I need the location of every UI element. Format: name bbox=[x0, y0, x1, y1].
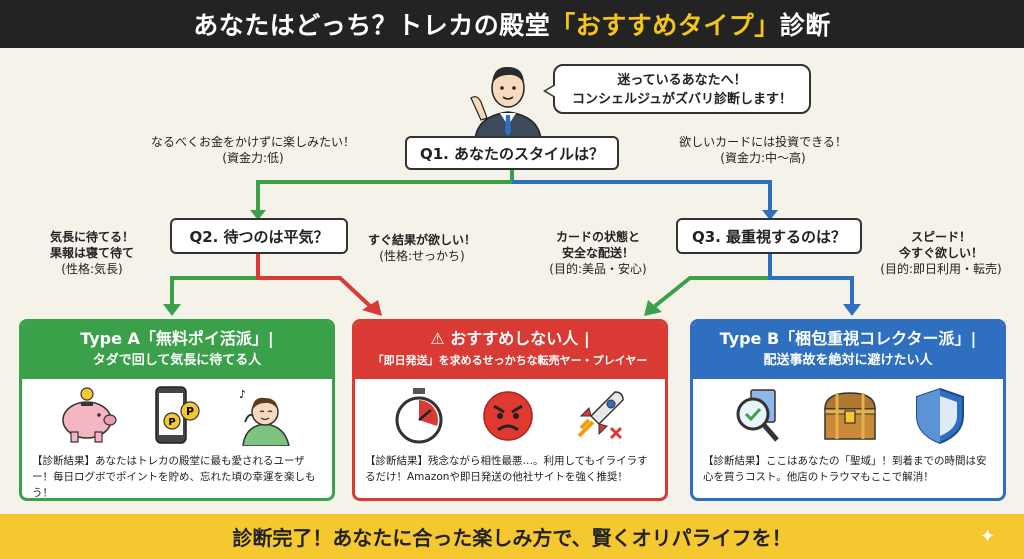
q3-left-label: カードの状態と 安全な配送！ (目的:美品・安心) bbox=[534, 229, 662, 277]
not-recommended-icons bbox=[355, 379, 665, 453]
question-3-text: Q3. 最重視するのは？ bbox=[691, 227, 847, 246]
arrow-q3-blue bbox=[768, 252, 854, 308]
arrowhead-q1-green bbox=[250, 210, 266, 220]
q3-right-line2: 今すぐ欲しい！ bbox=[898, 246, 983, 260]
arrow-q1-blue bbox=[512, 180, 772, 214]
arrow-q2-red bbox=[256, 252, 372, 308]
question-2-box: Q2. 待つのは平気？ bbox=[170, 218, 348, 254]
q1-left-line2: (資金力:低) bbox=[222, 151, 284, 165]
arrow-q3-green bbox=[653, 252, 772, 308]
type-b-subtitle: 配送事故を絶対に避けたい人 bbox=[763, 353, 933, 368]
q1-left-line1: なるべくお金をかけずに楽しみたい！ bbox=[150, 135, 355, 149]
q3-right-label: スピード！ 今すぐ欲しい！ (目的:即日利用・転売) bbox=[866, 229, 1016, 277]
arrowhead-q1-blue bbox=[762, 210, 778, 220]
type-b-title: Type B「梱包重視コレクター派」| bbox=[719, 329, 977, 348]
sparkle-icon: ✦ bbox=[980, 526, 996, 547]
type-a-subtitle: タダで回して気長に待てる人 bbox=[92, 353, 262, 368]
shield-icon bbox=[916, 387, 964, 445]
concierge-speech-bubble: 迷っているあなたへ！ コンシェルジュがズバリ診断します！ bbox=[543, 64, 811, 114]
q3-right-line1: スピード！ bbox=[910, 230, 971, 244]
q2-left-label: 気長に待てる！ 果報は寝て待て (性格:気長) bbox=[28, 229, 156, 277]
type-b-icons bbox=[693, 379, 1003, 453]
q2-left-line1: 気長に待てる！ bbox=[49, 230, 134, 244]
arrowhead-q2-red bbox=[362, 300, 382, 316]
type-a-result: 【診断結果】あなたはトレカの殿堂に最も愛されるユーザー！毎日ログボでポイントを貯… bbox=[32, 455, 316, 499]
question-3-box: Q3. 最重視するのは？ bbox=[676, 218, 862, 254]
speech-line-1: 迷っているあなたへ！ bbox=[617, 73, 747, 88]
arrow-q1-green bbox=[256, 168, 514, 214]
q2-left-line2: 果報は寝て待て bbox=[49, 246, 134, 260]
arrowhead-q3-green bbox=[644, 300, 662, 316]
q3-left-line3: (目的:美品・安心) bbox=[549, 262, 647, 276]
relaxing-person-icon: ♪ bbox=[239, 388, 290, 446]
q2-right-line2: (性格:せっかち) bbox=[379, 249, 465, 263]
title-highlight: 「おすすめタイプ」 bbox=[550, 11, 780, 40]
not-recommended-result: 【診断結果】残念ながら相性最悪…。利用してもイライラするだけ！Amazonや即日… bbox=[365, 455, 648, 483]
type-a-icons: P P ♪ bbox=[22, 379, 332, 453]
concierge-icon bbox=[470, 66, 542, 140]
arrow-q2-green bbox=[170, 252, 260, 308]
q1-left-label: なるべくお金をかけずに楽しみたい！ (資金力:低) bbox=[118, 134, 388, 166]
question-1-text: Q1. あなたのスタイルは？ bbox=[419, 144, 605, 163]
q2-right-line1: すぐ結果が欲しい！ bbox=[367, 233, 476, 247]
not-recommended-subtitle: 「即日発送」を求めるせっかちな転売ヤー・プレイヤー bbox=[372, 354, 648, 367]
type-b-header: Type B「梱包重視コレクター派」| 配送事故を絶対に避けたい人 bbox=[693, 322, 1003, 379]
type-a-card: Type A「無料ポイ活派」| タダで回して気長に待てる人 P P bbox=[19, 319, 335, 501]
type-a-header: Type A「無料ポイ活派」| タダで回して気長に待てる人 bbox=[22, 322, 332, 379]
svg-text:P: P bbox=[168, 417, 175, 428]
angry-face-icon bbox=[483, 391, 533, 441]
q1-right-label: 欲しいカードには投資できる！ (資金力:中〜高) bbox=[648, 134, 878, 166]
q1-right-line2: (資金力:中〜高) bbox=[720, 151, 806, 165]
q2-left-line3: (性格:気長) bbox=[61, 262, 123, 276]
phone-points-icon: P P bbox=[155, 386, 200, 444]
not-recommended-header: ⚠ おすすめしない人 | 「即日発送」を求めるせっかちな転売ヤー・プレイヤー bbox=[355, 322, 665, 379]
q3-right-line3: (目的:即日利用・転売) bbox=[880, 262, 1002, 276]
question-1-box: Q1. あなたのスタイルは？ bbox=[405, 136, 619, 170]
type-b-result: 【診断結果】ここはあなたの「聖域」！到着までの時間は安心を買うコスト。他店のトラ… bbox=[703, 455, 987, 483]
type-b-card: Type B「梱包重視コレクター派」| 配送事故を絶対に避けたい人 【診断結果】… bbox=[690, 319, 1006, 501]
magnifier-card-icon bbox=[736, 389, 779, 442]
page-title: あなたはどっち？トレカの殿堂「おすすめタイプ」診断 bbox=[0, 0, 1024, 48]
svg-text:P: P bbox=[186, 405, 194, 418]
piggy-bank-icon bbox=[62, 387, 117, 443]
arrowhead-q3-blue bbox=[843, 304, 861, 316]
q1-right-line1: 欲しいカードには投資できる！ bbox=[679, 135, 847, 149]
arrowhead-q2-green bbox=[163, 304, 181, 316]
footer-text: 診断完了！あなたに合った楽しみ方で、賢くオリパライフを！ bbox=[232, 526, 792, 550]
not-recommended-card: ⚠ おすすめしない人 | 「即日発送」を求めるせっかちな転売ヤー・プレイヤー 【… bbox=[352, 319, 668, 501]
speech-line-2: コンシェルジュがズバリ診断します！ bbox=[571, 92, 793, 107]
q3-left-line2: 安全な配送！ bbox=[561, 246, 634, 260]
q3-left-line1: カードの状態と bbox=[555, 230, 640, 244]
svg-text:♪: ♪ bbox=[239, 388, 246, 401]
crashing-rocket-icon bbox=[577, 391, 624, 440]
type-a-title: Type A「無料ポイ活派」| bbox=[80, 329, 274, 348]
stopwatch-icon bbox=[395, 388, 443, 444]
q2-right-label: すぐ結果が欲しい！ (性格:せっかち) bbox=[348, 232, 496, 264]
question-2-text: Q2. 待つのは平気？ bbox=[189, 227, 329, 246]
not-recommended-title: ⚠ おすすめしない人 | bbox=[430, 329, 590, 348]
title-post: 診断 bbox=[779, 11, 831, 40]
title-pre: あなたはどっち？トレカの殿堂 bbox=[193, 11, 551, 40]
footer-banner: 診断完了！あなたに合った楽しみ方で、賢くオリパライフを！ bbox=[0, 514, 1024, 559]
treasure-chest-icon bbox=[824, 392, 876, 440]
